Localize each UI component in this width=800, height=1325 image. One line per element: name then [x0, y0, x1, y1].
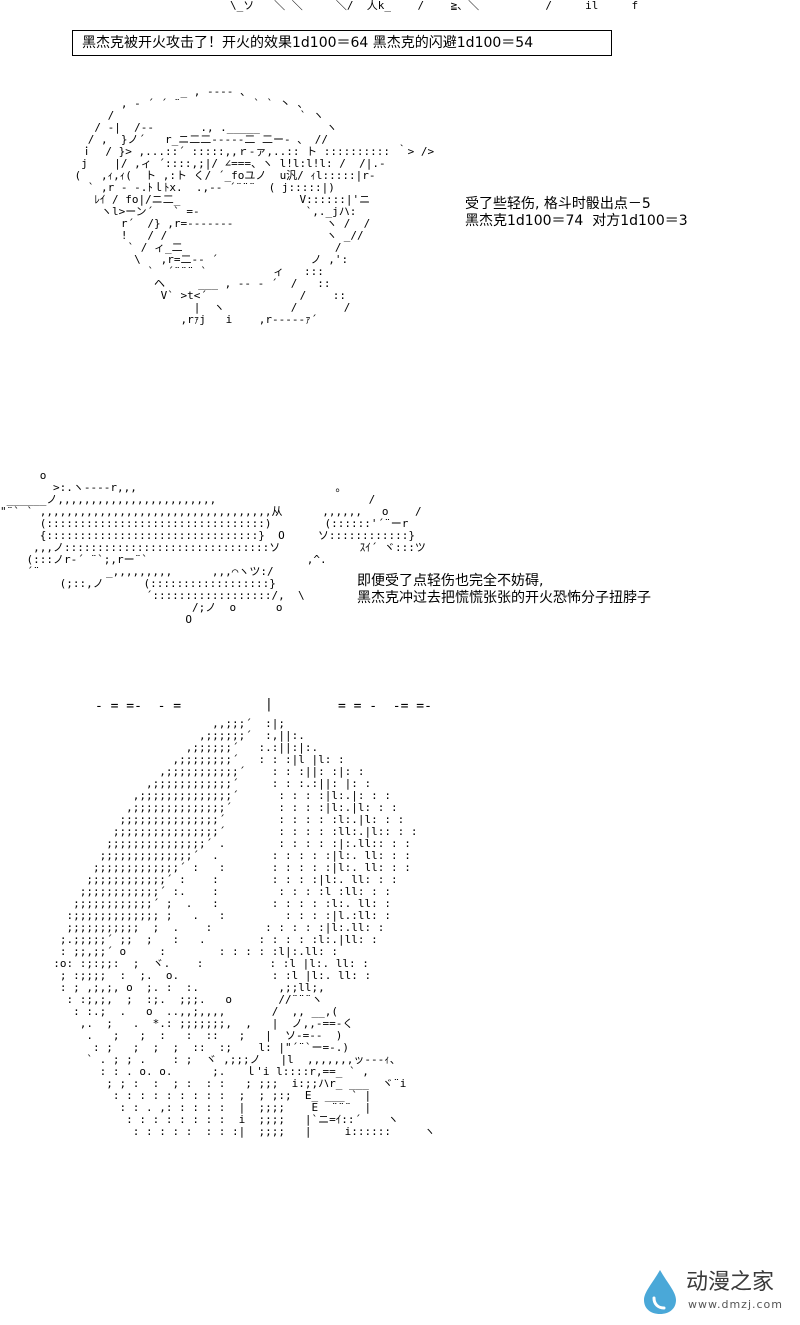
ascii-art-line: ,;;;;;;;;;;;´ : : :||: :|: :: [40, 765, 365, 778]
ascii-art-line: ,;;;;;;;;´ : : :|l |l: :: [40, 753, 345, 766]
ascii-art-line: : :.; . o ..,,;,,,, / ,, __,(: [40, 1005, 339, 1018]
ascii-art-line: : ; ; ; ; :: :; l: |"´¨`ー=-.): [40, 1041, 350, 1054]
ascii-art-line: /;ノ o o: [0, 601, 283, 614]
ascii-art-line: ,rｧj i ,r-----ｧ´: [48, 313, 318, 326]
ascii-art-line: ` ,r - -.ﾄｌﾄx. .,-- ´¨¨¨ ( j:::::|): [48, 181, 335, 194]
ascii-art-line: ヽl>ーン´ ` =- `,._jハ:: [48, 205, 357, 218]
ascii-art-line: ;;;;;;;;;;;;;;;´ : : : : :l:.|l: : :: [40, 813, 405, 826]
ascii-art-line: {::::::::::::::::::::::::::::::::} O ソ::…: [0, 529, 415, 542]
ascii-art-line: ,,,ノ:::::::::::::::::::::::::::::::ソ ｽｲ´…: [0, 541, 426, 554]
ascii-art-line: ; ; : : ; : : : ; ;;; i:;;ハr_ ___ ヾ¨i: [40, 1077, 407, 1090]
ascii-art-line: ;;;;;;;;;;;;´ : : : : : :|l:. ll: : :: [40, 873, 398, 886]
ascii-art-line: \ ,r=二‐‐ ´ ノ ,':: [48, 253, 349, 266]
ascii-art-line: _ , ---- 、: [48, 85, 252, 98]
ascii-art-line: (:::ノr-´ ¨`;,rー¨` ,^.: [0, 553, 327, 566]
ascii-art-line: ;;;;;;;;;;; ; . : : : : : :|l:.ll: :: [40, 921, 385, 934]
speed-lines-right: = = - -= =-: [338, 699, 432, 714]
ascii-art-line: j |/ ,ィ ´::::,;|/ ∠===、ヽ l!l:l!l: / /|.-: [48, 157, 386, 170]
ascii-art-line: ,;;;;;;;;;;;;;;´ : : : :|l:.|: : :: [40, 789, 391, 802]
ascii-art-line: ` / ィ_二 /: [48, 241, 342, 254]
ascii-art-line: ;;;;;;;;;;;;´ :. : : : : :l :ll: : :: [40, 885, 391, 898]
ascii-art-line: ,,;;;´ :|;: [40, 717, 286, 730]
ascii-art-line: : : : : : : : : : ; ; ;:; E_ ___ ` |: [40, 1089, 372, 1102]
ascii-art-line: ______ノ,,,,,,,,,,,,,,,,,,,,,,,, /: [0, 493, 376, 506]
ascii-art-line: ヘ ___ , -- - ´ / ::: [48, 277, 331, 290]
ascii-art-line: : : : : : : : :| ;;;; | i:::::: ヽ: [40, 1125, 436, 1138]
ascii-art-line: ;.;;;;;´ ;; ; : . : : : : :l:.|ll: :: [40, 933, 378, 946]
ascii-art-line: >:.ヽ----r,,, ｡: [0, 481, 342, 494]
water-drop-icon: [644, 1270, 676, 1314]
ascii-art-line: ` ´¨¨¨ ` ィ :::: [48, 265, 324, 278]
ascii-art-line: : ; ,;,;, o ;. : :. ,;;ll;,: [40, 981, 325, 994]
ascii-art-line: : : : : : : : : i ;;;; |`ニ=ｲ::´ ヽ: [40, 1113, 399, 1126]
caption-line: 黑杰克1d100＝74 对方1d100＝3: [465, 213, 688, 229]
ascii-art-line: ; :;;;; : ;. o. : :l |l:. ll: :: [40, 969, 372, 982]
ascii-art-line: ! / / ヽ _//: [48, 229, 364, 242]
dmzj-watermark: 动漫之家 www.dmzj.com: [640, 1268, 790, 1316]
ascii-art-line: : ;;,;;´ o : : : : : :l|:.ll: :: [40, 945, 339, 958]
ascii-art-line: (:::::::::::::::::::::::::::::::::) (:::…: [0, 517, 409, 530]
ascii-art-line: ;;;;;;;;;;;;´ ; . : : : : : :l:. ll: :: [40, 897, 391, 910]
ascii-art-line: ﾚｲ / fo|/ニ二_ V::::::|'ニ: [48, 193, 371, 206]
ascii-art-line: . ; ; : : :: ; | ソ-=-- ): [40, 1029, 343, 1042]
ascii-art-line: ( ,ｨ,ｨ( ト ,:ト く/ ´_foユノ u汎/ ｨl:::::|r-: [48, 169, 376, 182]
ascii-art-line: ;;;;;;;;;;;;;;´ . : : : : :|l:. ll: : :: [40, 849, 411, 862]
ascii-art-line: r´ /} ,r=------- ヽ / /: [48, 217, 371, 230]
ascii-art-line: O: [0, 613, 193, 626]
ascii-art-line: ,;;;;;;´ :.:||:|:.: [40, 741, 319, 754]
ascii-art-line: / , }ノ´ r_ニ二二---‐-二 二ー- 、 //: [48, 133, 329, 146]
ascii-art-line: ,;;;;;;;;;;;;´ : : :.:||: |: :: [40, 777, 372, 790]
top-art-fragment: \_ソ ＼ ＼ ＼/ 人k_ / ≧、＼ / il f: [230, 0, 639, 12]
caption-line: 黑杰克冲过去把慌慌张张的开火恐怖分子扭脖子: [357, 590, 651, 606]
panel2-caption: 即便受了点轻伤也完全不妨碍,黑杰克冲过去把慌慌张张的开火恐怖分子扭脖子: [357, 573, 651, 607]
ascii-art-line: : : . ,: : : : : | ;;;; E ¨¨¨ |: [40, 1101, 372, 1114]
ascii-art-line: , - ´ ´ ¨ ` ` 丶 、: [48, 97, 309, 110]
ascii-art-line: ,;;;;;;´ :,||:.: [40, 729, 305, 742]
ascii-art-line: :o: :;:;;: ; ヾ. : : :l |l:. ll: :: [40, 957, 369, 970]
speed-lines-left: - = =- - =: [95, 699, 182, 714]
speed-lines-center: |: [265, 697, 273, 712]
ascii-art-line: ;;;;;;;;;;;;;;;´ . : : : : :|:.ll:: : :: [40, 837, 411, 850]
panel3-ascii-art-neck-twist: ,,;;;´ :|; ,;;;;;;´ :,||:. ,;;;;;;´ :.:|…: [40, 718, 435, 1138]
ascii-art-line: ` . ; ; . : ; ヾ ,;;;ノ |l ,,,,,,,ッ---ｨ、: [40, 1053, 401, 1066]
brand-url: www.dmzj.com: [688, 1298, 783, 1311]
ascii-art-line: ;;;;;;;;;;;;;;;;´ : : : : :ll:.|l:: : :: [40, 825, 418, 838]
ascii-art-line: ,. ; . *.: ;;;;;;;, , | ノ,,-==-く: [40, 1017, 354, 1030]
ascii-art-line: ,;;;;;;;;;;;;;;´ : : : :|l:.|l: : :: [40, 801, 398, 814]
panel2-ascii-art-struggle: o >:.ヽ----r,,, ｡ ______ノ,,,,,,,,,,,,,,,,…: [0, 470, 426, 626]
ascii-art-line: (;::,ノ (::::::::::::::::::}: [0, 577, 276, 590]
combat-log-box: 黑杰克被开火攻击了！开火的效果1d100＝64 黑杰克的闪避1d100＝54: [72, 30, 612, 56]
ascii-art-line: V` >t<´ / ::: [48, 289, 347, 302]
brand-name: 动漫之家: [686, 1270, 775, 1295]
ascii-art-line: ´¨ _,,,,,,,,, ,,,⌒ヽツ:/: [0, 565, 274, 578]
ascii-art-line: / -| /-- ., ._____ ヽ: [48, 121, 338, 134]
ascii-art-line: ´::::::::::::::::::/, \: [0, 589, 305, 602]
ascii-art-line: ;;;;;;;;;;;;;´ : : : : : : :|l:. ll: : :: [40, 861, 411, 874]
caption-line: 受了些轻伤, 格斗时骰出点－5: [465, 196, 651, 212]
ascii-art-line: | ヽ / /: [48, 301, 351, 314]
combat-log-text: 黑杰克被开火攻击了！开火的效果1d100＝64 黑杰克的闪避1d100＝54: [82, 35, 534, 51]
caption-line: 即便受了点轻伤也完全不妨碍,: [357, 573, 544, 589]
ascii-art-line: ｉ / }> ,...::´ :::::,,ｒ-ァ,..:: ト :::::::…: [48, 145, 435, 158]
ascii-art-line: :;;;;;;;;;;;;; ; . : : : : :|l.:ll: :: [40, 909, 391, 922]
panel1-ascii-art-face: _ , ---- 、 , - ´ ´ ¨ ` ` 丶 、 / ` ヽ / -| …: [48, 86, 434, 326]
ascii-art-line: "¨` ` ,,,,,,,,,,,,,,,,,,,,,,,,,,,,,,,,,,…: [0, 505, 422, 518]
ascii-art-line: o: [0, 469, 47, 482]
ascii-art-line: / ` ヽ: [48, 109, 324, 122]
ascii-art-line: : :;,;, ; :;. ;;;. o //¨¨¨ヽ: [40, 993, 323, 1006]
ascii-art-line: : : . o. o. ;. ｌ'i l::::r,==_ ` ,: [40, 1065, 369, 1078]
